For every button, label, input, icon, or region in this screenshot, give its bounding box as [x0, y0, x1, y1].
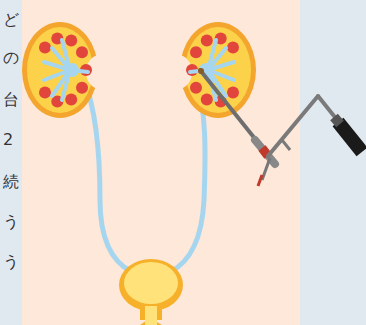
kidney: [22, 22, 114, 118]
text-fragment: 2: [3, 131, 13, 149]
text-fragment: ど: [3, 11, 19, 29]
renal-pyramid: [190, 82, 202, 94]
bladder: [119, 259, 183, 311]
renal-pyramid: [65, 34, 77, 46]
renal-pyramid: [201, 94, 213, 106]
renal-pyramid: [76, 82, 88, 94]
nephroscope: [198, 68, 362, 186]
ureter: [84, 80, 132, 272]
renal-pyramid: [39, 41, 51, 53]
bladder-neck-inner: [145, 306, 157, 325]
bladder-inner: [124, 262, 178, 304]
renal-pyramid: [65, 94, 77, 106]
renal-pyramid: [227, 87, 239, 99]
renal-pyramid: [227, 41, 239, 53]
renal-pyramid: [76, 46, 88, 58]
text-fragment: う: [3, 213, 19, 231]
torso: [22, 0, 300, 325]
renal-pyramid: [190, 46, 202, 58]
text-fragment: 続: [3, 173, 19, 191]
text-fragment: の: [3, 49, 19, 67]
renal-pyramid: [39, 87, 51, 99]
text-fragment: う: [3, 253, 19, 271]
kidney: [164, 22, 256, 118]
renal-pyramid: [201, 34, 213, 46]
text-fragment: 台: [3, 91, 19, 109]
